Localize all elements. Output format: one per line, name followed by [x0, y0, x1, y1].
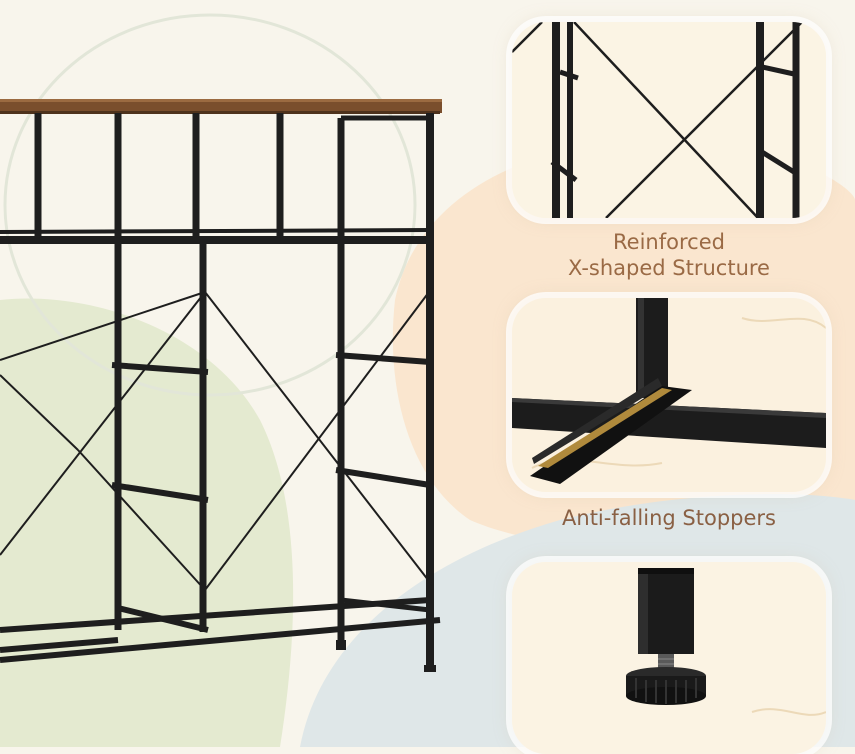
x-structure-caption-line1: Reinforced — [613, 230, 725, 254]
x-structure-caption: Reinforced X-shaped Structure — [512, 229, 826, 281]
adjustable-foot-closeup — [512, 562, 826, 754]
stoppers-closeup — [512, 298, 826, 492]
x-structure-closeup — [512, 22, 826, 218]
adjustable-foot-drawing — [512, 562, 826, 754]
stoppers-caption: Anti-falling Stoppers — [512, 505, 826, 531]
x-structure-caption-line2: X-shaped Structure — [568, 256, 770, 280]
x-structure-drawing — [512, 22, 826, 218]
stoppers-caption-line1: Anti-falling Stoppers — [562, 506, 776, 530]
stoppers-drawing — [512, 298, 826, 492]
